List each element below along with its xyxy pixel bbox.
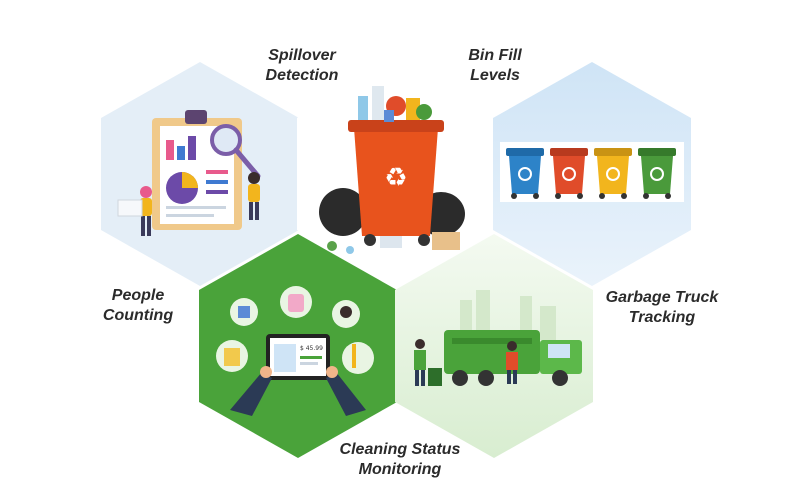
blue-bin-icon bbox=[506, 148, 544, 199]
cleaning-supplies-icon bbox=[216, 286, 374, 374]
tablet-icon: $ 45.99 bbox=[266, 334, 330, 380]
hexagon-cleaning-status-monitoring: $ 45.99 bbox=[199, 234, 397, 458]
label-line-1: Spillover bbox=[268, 47, 336, 64]
hexagon-people-counting bbox=[101, 62, 299, 286]
red-bin-icon bbox=[550, 148, 588, 199]
label-line-1: Cleaning Status bbox=[339, 441, 461, 458]
person-icon bbox=[248, 172, 260, 220]
trash-bin-icon bbox=[428, 368, 442, 386]
overflowing-waste-icon bbox=[358, 86, 432, 122]
label-bin-fill-levels: Bin Fill Levels bbox=[460, 46, 530, 86]
label-line-2: Levels bbox=[470, 67, 520, 84]
label-line-1: People bbox=[111, 287, 165, 304]
magnifier-icon bbox=[210, 124, 261, 179]
city-skyline-icon bbox=[460, 290, 556, 340]
svg-text:♻: ♻ bbox=[384, 163, 407, 193]
label-spillover-detection: Spillover Detection bbox=[256, 46, 348, 86]
recycle-bins-group bbox=[506, 148, 676, 199]
cardboard-box-icon bbox=[432, 232, 460, 250]
label-line-1: Garbage Truck bbox=[605, 289, 719, 306]
label-line-1: Bin Fill bbox=[468, 47, 522, 64]
hexagon-bin-fill-levels bbox=[493, 62, 691, 286]
label-line-2: Tracking bbox=[628, 309, 696, 326]
label-garbage-truck-tracking: Garbage Truck Tracking bbox=[598, 288, 726, 328]
worker-icon bbox=[414, 339, 518, 386]
hands-icon bbox=[230, 366, 366, 416]
yellow-bin-icon bbox=[594, 148, 632, 199]
tablet-price: $ 45.99 bbox=[300, 345, 323, 352]
label-line-2: Monitoring bbox=[358, 461, 442, 478]
label-cleaning-status-monitoring: Cleaning Status Monitoring bbox=[330, 440, 470, 480]
trash-bin-icon: ♻ bbox=[348, 120, 444, 246]
green-bin-icon bbox=[638, 148, 676, 199]
label-line-2: Detection bbox=[265, 67, 339, 84]
hexagon-garbage-truck-tracking bbox=[395, 234, 593, 458]
hexagon-spillover-detection: ♻ bbox=[297, 62, 495, 286]
label-people-counting: People Counting bbox=[96, 286, 180, 326]
label-line-2: Counting bbox=[102, 307, 174, 324]
garbage-truck-icon bbox=[444, 330, 582, 386]
person-icon bbox=[140, 186, 152, 236]
